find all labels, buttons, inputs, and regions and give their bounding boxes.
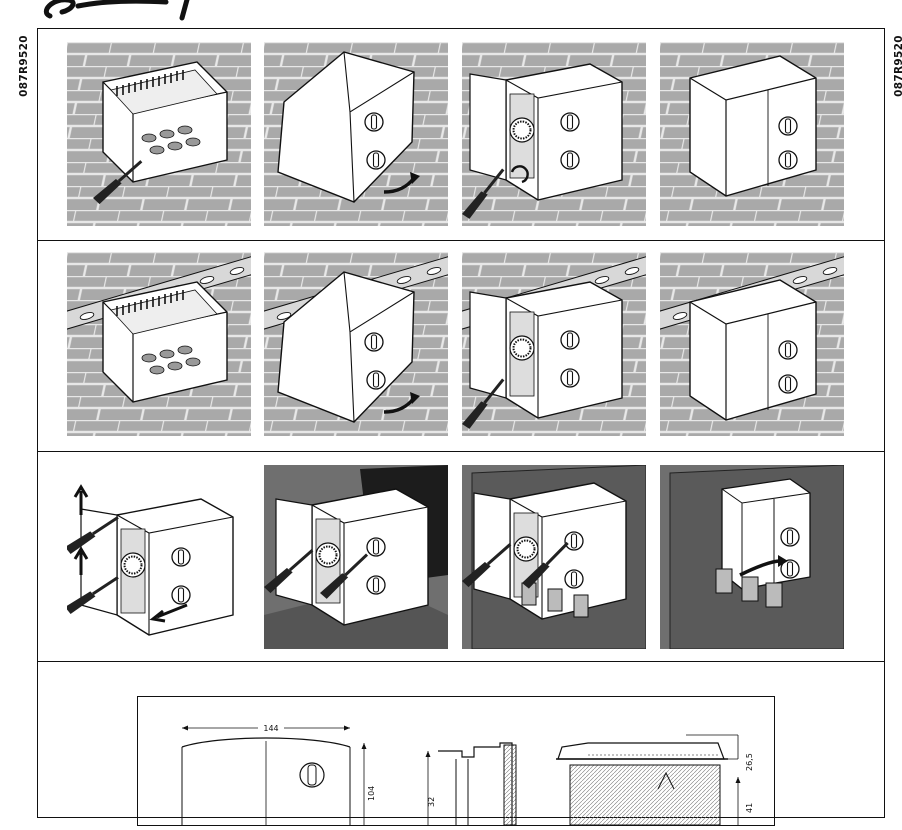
row-divider-1 <box>37 240 885 241</box>
brand-logo <box>43 0 190 21</box>
row3-step3-secure-screws <box>462 465 646 649</box>
row2-step3-fasten-screws <box>462 252 646 436</box>
row-divider-2 <box>37 451 885 452</box>
document-code-right: 087R9520 <box>892 35 902 97</box>
row2-step1-base-on-rail <box>67 252 251 436</box>
row3-step2-insert-into-cutout <box>264 465 448 649</box>
dim-depth: 32 <box>427 797 436 807</box>
row2-step4-closed-unit <box>660 252 844 436</box>
row2-step2-tilt-cover <box>264 252 448 436</box>
row3-step4-finished-panel <box>660 465 844 649</box>
row1-step3-fasten-screws <box>462 42 646 226</box>
dimension-drawing: 144 104 32 26,5 41 <box>137 696 775 826</box>
dim-height: 104 <box>367 786 376 801</box>
row1-step1-open-base <box>67 42 251 226</box>
dim-width: 144 <box>263 724 278 733</box>
row1-step2-tilt-cover <box>264 42 448 226</box>
document-code-left: 087R9520 <box>17 35 30 97</box>
row1-step4-closed-unit <box>660 42 844 226</box>
row-divider-3 <box>37 661 885 662</box>
row3-step1-remove-clips <box>67 465 251 649</box>
dim-top-offset: 26,5 <box>745 753 754 771</box>
